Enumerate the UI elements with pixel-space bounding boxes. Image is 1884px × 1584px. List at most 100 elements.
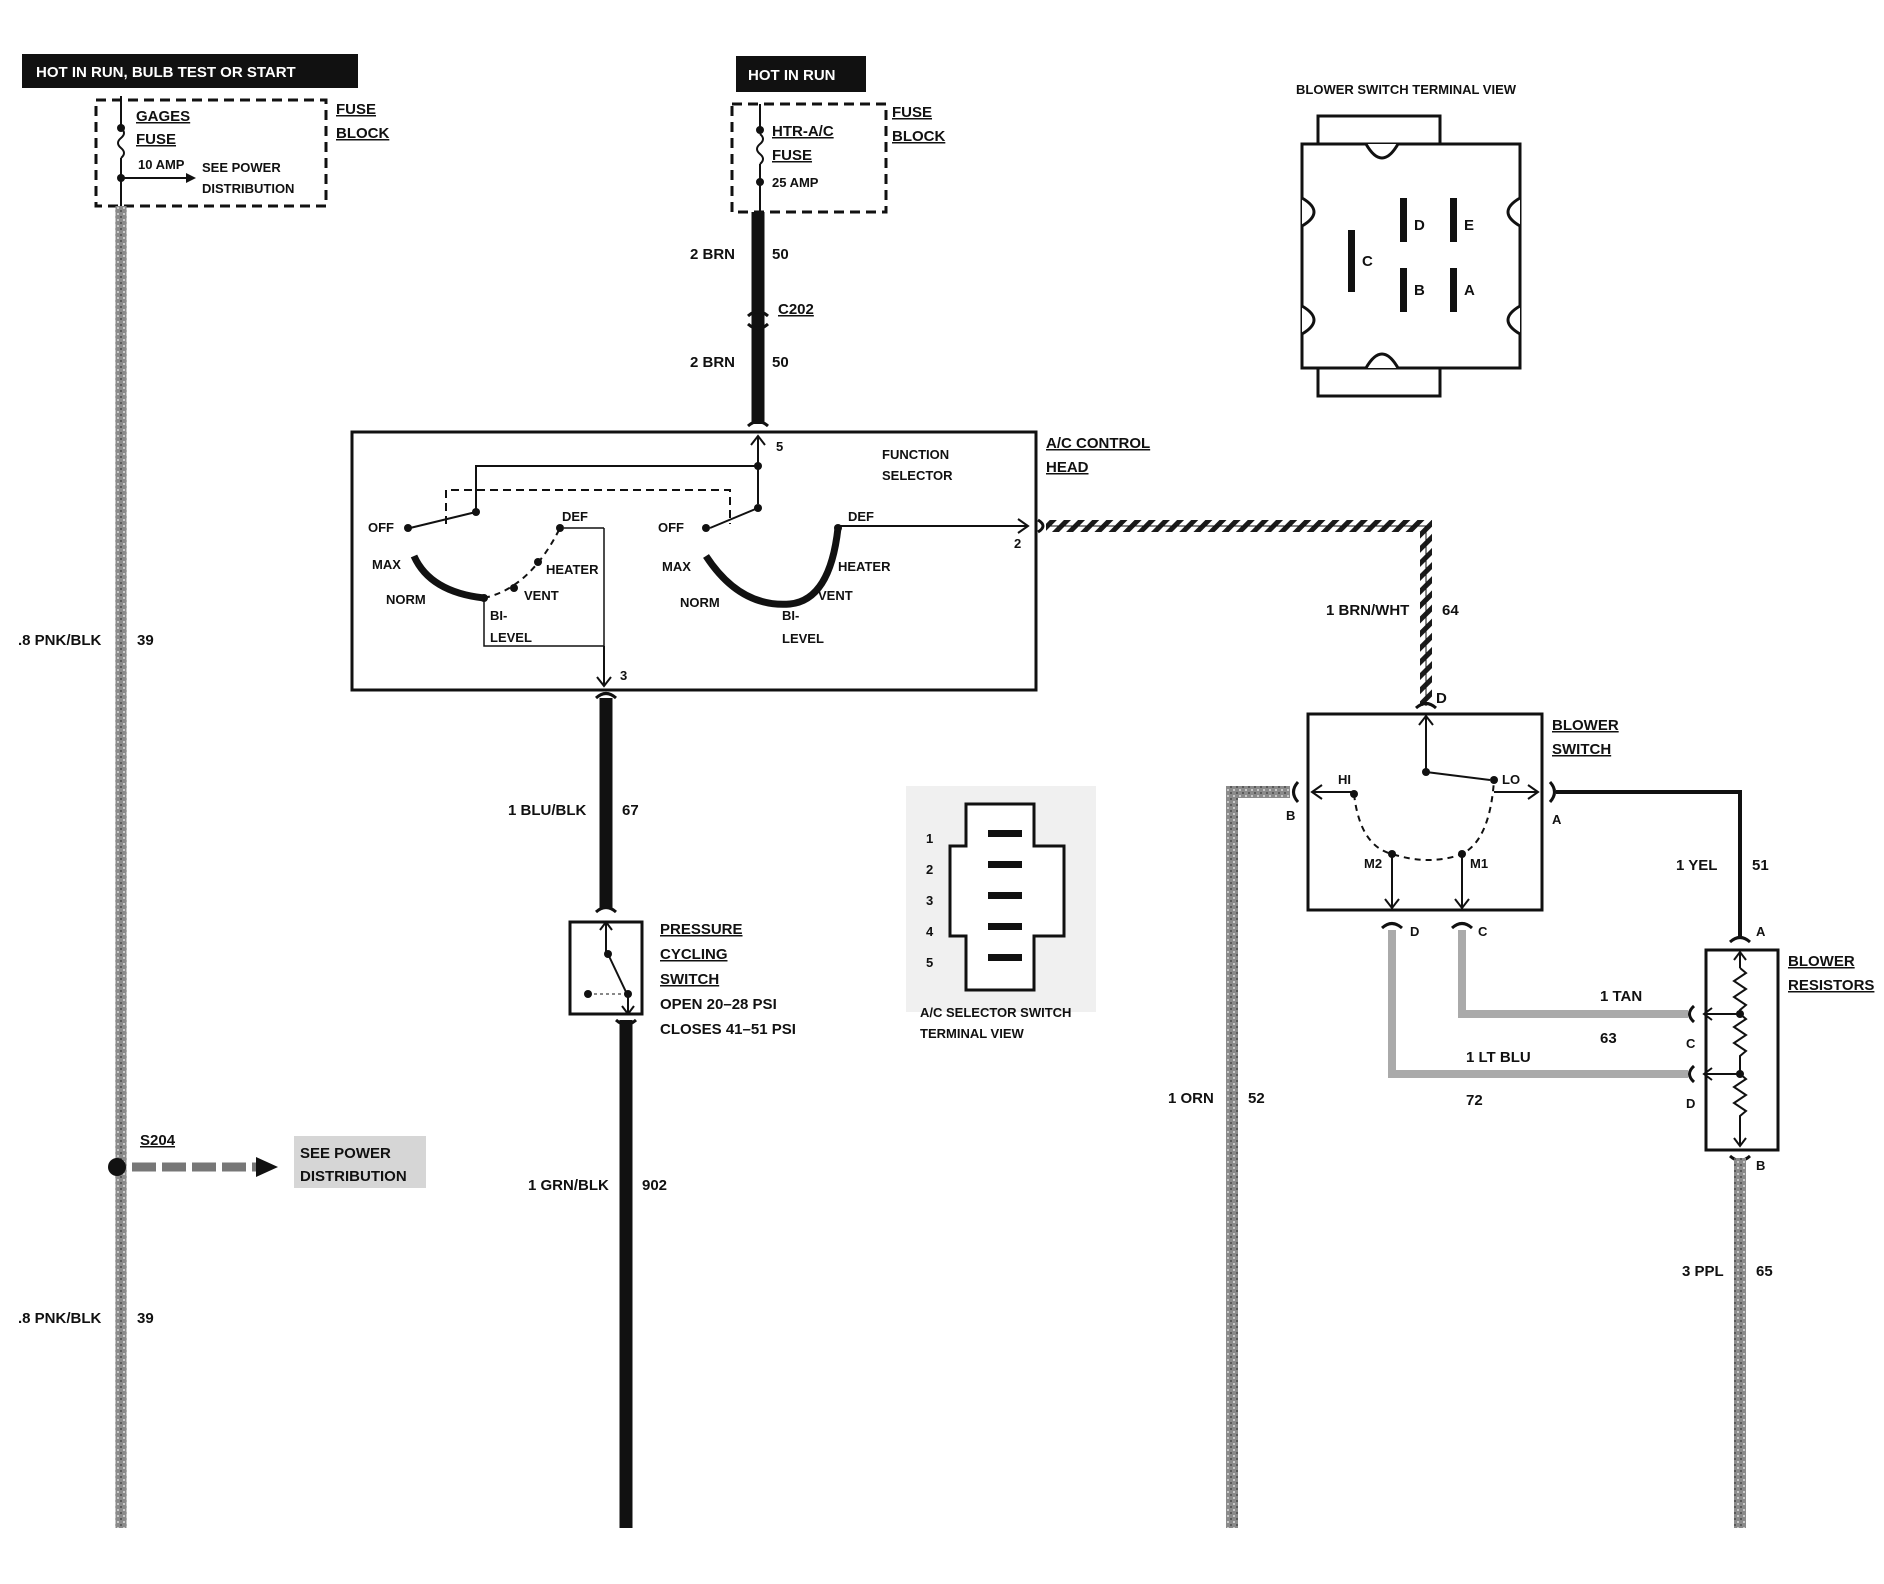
right-bi-label: BI- <box>782 608 799 623</box>
wire-39-bot-circuit: 39 <box>137 1310 154 1327</box>
resistor-2-icon <box>1732 1013 1748 1074</box>
blower-hi-label: HI <box>1338 772 1351 787</box>
blower-resistors: BLOWER RESISTORS A C D B <box>1686 924 1874 1173</box>
left-fuse-block-2: BLOCK <box>336 125 389 142</box>
gages-fuse-rating: 10 AMP <box>138 157 185 172</box>
wire-52-color: 1 ORN <box>1168 1090 1214 1107</box>
wire-72-circuit: 72 <box>1466 1092 1483 1109</box>
connector-icon <box>1037 518 1045 534</box>
connector-c202-label: C202 <box>778 301 814 318</box>
arrow-up-icon <box>750 434 766 446</box>
resistor-pin-a: A <box>1756 924 1766 939</box>
pressure-cycling-switch: PRESSURE CYCLING SWITCH OPEN 20–28 PSI C… <box>568 906 796 1038</box>
blower-switch-label-2: SWITCH <box>1552 741 1611 758</box>
pin-5-label: 5 <box>776 439 783 454</box>
arrow-down-icon <box>621 1005 635 1016</box>
selector-pin-3: 3 <box>926 893 933 908</box>
htr-ac-fuse-block: HTR-A/C FUSE 25 AMP FUSE BLOCK <box>730 102 945 214</box>
blower-resistors-label-2: RESISTORS <box>1788 977 1874 994</box>
wire-64-circuit: 64 <box>1442 602 1459 619</box>
resistor-3-icon <box>1732 1073 1748 1146</box>
wire-72 <box>1388 930 1688 1078</box>
selector-pin-5: 5 <box>926 955 933 970</box>
blower-pin-b: B <box>1286 808 1295 823</box>
gages-fuse-note-2: DISTRIBUTION <box>202 181 294 196</box>
wire-39-top-circuit: 39 <box>137 632 154 649</box>
wire-902-color: 1 GRN/BLK <box>528 1177 609 1194</box>
resistor-pin-b: B <box>1756 1158 1765 1173</box>
resistor-pin-c: C <box>1686 1036 1696 1051</box>
wire-51 <box>1556 790 1742 938</box>
blower-lo-label: LO <box>1502 772 1520 787</box>
blower-switch: BLOWER SWITCH D HI LO M2 M1 B A D C <box>1286 690 1619 939</box>
blower-resistors-label-1: BLOWER <box>1788 953 1855 970</box>
left-def-label: DEF <box>562 509 588 524</box>
left-norm-label: NORM <box>386 592 426 607</box>
splice-name: S204 <box>140 1132 176 1149</box>
arrow-right-icon <box>256 1157 278 1177</box>
wire-63-circuit: 63 <box>1600 1030 1617 1047</box>
blower-view-pin-a: A <box>1464 282 1475 299</box>
arrow-right-icon <box>186 173 196 183</box>
wire-902-circuit: 902 <box>642 1177 667 1194</box>
wire-67-circuit: 67 <box>622 802 639 819</box>
left-fuse-block-1: FUSE <box>336 101 376 118</box>
wire-52 <box>1226 786 1290 1528</box>
arrow-up-icon <box>599 920 613 931</box>
wire-63-color: 1 TAN <box>1600 988 1642 1005</box>
htr-fuse-name-1: HTR-A/C <box>772 123 834 140</box>
wire-50-top-color: 2 BRN <box>690 246 735 263</box>
wire-63 <box>1458 930 1688 1018</box>
gages-fuse-block: GAGES FUSE 10 AMP SEE POWER DISTRIBUTION… <box>94 96 389 208</box>
left-mode-switch: OFF MAX NORM BI- LEVEL VENT HEATER DEF 3 <box>368 509 627 688</box>
wire-50-top-circuit: 50 <box>772 246 789 263</box>
connector-c202-icon <box>746 310 770 318</box>
blower-connector-icon <box>1300 142 1522 370</box>
blower-m1-label: M1 <box>1470 856 1488 871</box>
splice-note-1: SEE POWER <box>300 1145 391 1162</box>
right-max-label: MAX <box>662 559 691 574</box>
blower-view-title: BLOWER SWITCH TERMINAL VIEW <box>1296 82 1517 97</box>
wire-39-bot-color: .8 PNK/BLK <box>18 1310 102 1327</box>
control-head-label-1: A/C CONTROL <box>1046 435 1150 452</box>
wire-67-color: 1 BLU/BLK <box>508 802 587 819</box>
blower-pin-a: A <box>1552 812 1562 827</box>
blower-pin-d-top: D <box>1436 690 1447 707</box>
splice-s204: S204 SEE POWER DISTRIBUTION <box>108 1132 426 1188</box>
function-selector-1: FUNCTION <box>882 447 949 462</box>
blower-pin-d-bot: D <box>1410 924 1419 939</box>
left-level-label: LEVEL <box>490 630 532 645</box>
mid-fuse-block-2: BLOCK <box>892 128 945 145</box>
gages-fuse-note-1: SEE POWER <box>202 160 281 175</box>
mechanical-link <box>445 489 731 524</box>
wire-64-color: 1 BRN/WHT <box>1326 602 1409 619</box>
blower-view-pin-d: D <box>1414 217 1425 234</box>
right-mode-switch: OFF MAX NORM BI- LEVEL VENT HEATER DEF 2 <box>658 507 1030 646</box>
left-bi-label: BI- <box>490 608 507 623</box>
pressure-close-spec: CLOSES 41–51 PSI <box>660 1021 796 1038</box>
selector-terminal-view: 1 2 3 4 5 A/C SELECTOR SWITCH TERMINAL V… <box>906 786 1096 1041</box>
blower-pin-c-bot: C <box>1478 924 1488 939</box>
arrow-right-icon <box>1017 518 1030 534</box>
selector-view-title-1: A/C SELECTOR SWITCH <box>920 1005 1071 1020</box>
htr-fuse-icon <box>756 133 764 165</box>
htr-fuse-name-2: FUSE <box>772 147 812 164</box>
selector-pin-4: 4 <box>926 924 934 939</box>
left-off-label: OFF <box>368 520 394 535</box>
wire-39-top-color: .8 PNK/BLK <box>18 632 102 649</box>
mid-power-header: HOT IN RUN <box>736 56 866 92</box>
arrow-left-icon <box>1310 784 1323 800</box>
splice-dot-icon <box>108 1158 126 1176</box>
arrow-down-icon <box>1384 898 1400 910</box>
arrow-down-icon <box>1733 1137 1747 1148</box>
arrow-right-icon <box>1527 784 1540 800</box>
arrow-left-icon <box>1702 1067 1713 1081</box>
selector-pin-1: 1 <box>926 831 933 846</box>
blower-view-pin-b: B <box>1414 282 1425 299</box>
pressure-switch-label-2: CYCLING <box>660 946 728 963</box>
pressure-open-spec: OPEN 20–28 PSI <box>660 996 777 1013</box>
function-selector-2: SELECTOR <box>882 468 953 483</box>
blower-view-pin-e: E <box>1464 217 1474 234</box>
ac-control-head: A/C CONTROL HEAD FUNCTION SELECTOR 5 <box>350 430 1150 692</box>
